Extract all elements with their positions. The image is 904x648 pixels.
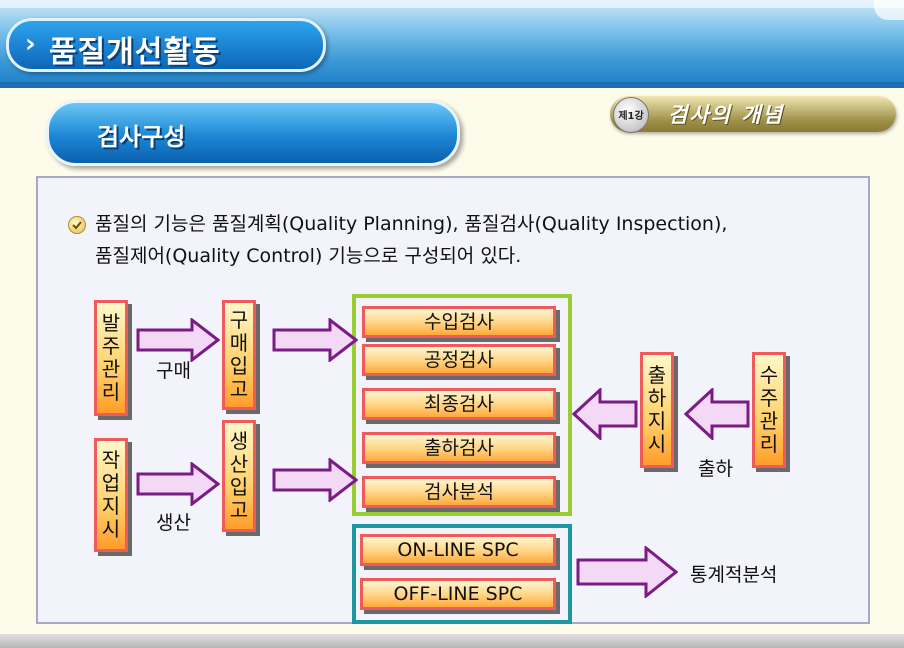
box-inspection-analysis: 검사분석 bbox=[362, 476, 556, 508]
edge-label-shipping: 출하 bbox=[698, 458, 733, 480]
box-shipping-order-label: 출하지시 bbox=[647, 363, 667, 456]
edge-label-production: 생산 bbox=[156, 512, 191, 534]
page-title-pill: › 품질개선활동 bbox=[6, 18, 326, 72]
section-title-pill: 검사구성 bbox=[46, 100, 460, 166]
statistical-analysis-label: 통계적분석 bbox=[690, 564, 778, 586]
box-sales-order-management-label: 수주관리 bbox=[759, 363, 779, 456]
box-shipping-inspection: 출하검사 bbox=[362, 432, 556, 464]
block-arrow-icon bbox=[272, 318, 358, 362]
box-sales-order-management: 수주관리 bbox=[752, 352, 786, 468]
box-production-receipt: 생산입고 bbox=[222, 420, 256, 532]
box-offline-spc: OFF-LINE SPC bbox=[360, 578, 556, 610]
box-online-spc: ON-LINE SPC bbox=[360, 534, 556, 566]
checkmark-bullet-icon bbox=[68, 216, 86, 234]
box-order-management-label: 발주관리 bbox=[101, 311, 121, 404]
box-production-receipt-label: 생산입고 bbox=[229, 429, 249, 522]
box-incoming-inspection: 수입검사 bbox=[362, 306, 556, 338]
box-final-inspection: 최종검사 bbox=[362, 388, 556, 420]
intro-line-2: 품질제어(Quality Control) 기능으로 구성되어 있다. bbox=[95, 245, 522, 267]
block-arrow-icon bbox=[136, 462, 220, 506]
header-glow bbox=[874, 0, 904, 20]
lesson-tag: 제1강 검사의 개념 bbox=[610, 96, 896, 133]
box-order-management: 발주관리 bbox=[94, 300, 128, 416]
chevron-right-icon: › bbox=[25, 29, 36, 59]
header-sheen bbox=[0, 0, 904, 8]
footer-bar bbox=[0, 634, 904, 648]
block-arrow-icon bbox=[684, 388, 750, 440]
box-work-order-label: 작업지시 bbox=[101, 448, 121, 541]
block-arrow-icon bbox=[572, 388, 638, 440]
lesson-badge-label: 제1강 bbox=[618, 111, 644, 122]
box-process-inspection: 공정검사 bbox=[362, 344, 556, 376]
intro-paragraph: 품질의 기능은 품질계획(Quality Planning), 품질검사(Qua… bbox=[95, 208, 865, 272]
lesson-badge: 제1강 bbox=[613, 97, 649, 133]
header-bar: › 품질개선활동 bbox=[0, 0, 904, 88]
box-shipping-order: 출하지시 bbox=[640, 352, 674, 468]
box-work-order: 작업지시 bbox=[94, 438, 128, 552]
intro-line-1: 품질의 기능은 품질계획(Quality Planning), 품질검사(Qua… bbox=[95, 213, 728, 235]
box-purchase-receipt: 구매입고 bbox=[222, 300, 256, 410]
header-strip bbox=[0, 82, 904, 88]
block-arrow-icon bbox=[576, 546, 679, 598]
lesson-title: 검사의 개념 bbox=[668, 103, 784, 127]
edge-label-purchase: 구매 bbox=[156, 360, 191, 382]
section-title: 검사구성 bbox=[97, 123, 186, 151]
block-arrow-icon bbox=[272, 458, 358, 502]
block-arrow-icon bbox=[136, 318, 220, 362]
page-title: 품질개선활동 bbox=[49, 35, 221, 70]
box-purchase-receipt-label: 구매입고 bbox=[229, 308, 249, 401]
